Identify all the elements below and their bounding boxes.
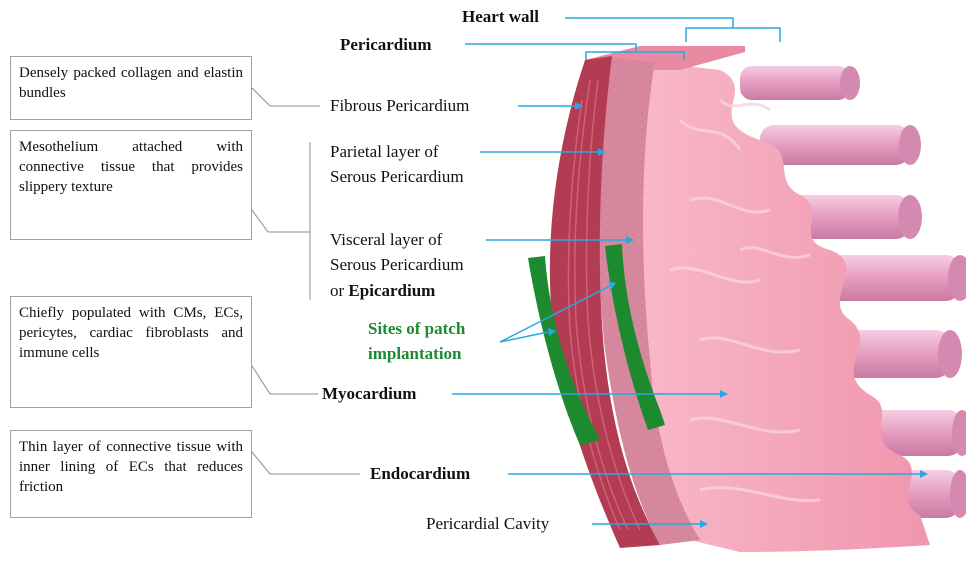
connector-box3: [252, 366, 318, 394]
heart-wall-bracket-stem: [565, 18, 733, 28]
connector-box4: [252, 452, 360, 474]
box-myocardium-description: Chiefly populated with CMs, ECs, pericyt…: [10, 296, 252, 408]
arrow-patch1: [500, 332, 548, 342]
label-parietal-line1: Parietal layer of: [330, 141, 439, 163]
connector-box2: [252, 142, 310, 300]
label-endocardium: Endocardium: [370, 463, 470, 485]
label-visceral-line1: Visceral layer of: [330, 229, 442, 251]
label-fibrous-pericardium: Fibrous Pericardium: [330, 95, 469, 117]
label-epicardium: Epicardium: [348, 281, 435, 300]
box-pericardium-description: Densely packed collagen and elastin bund…: [10, 56, 252, 120]
label-patch-line1: Sites of patch: [368, 318, 465, 340]
label-pericardium: Pericardium: [340, 34, 432, 56]
box-pericardium-text: Densely packed collagen and elastin bund…: [19, 65, 243, 101]
label-myocardium: Myocardium: [322, 383, 416, 405]
box-endocardium-text: Thin layer of connective tissue with inn…: [19, 439, 243, 495]
pericardium-bracket-stem: [465, 44, 636, 52]
label-visceral-or: or: [330, 281, 348, 300]
label-pericardial-cavity: Pericardial Cavity: [426, 513, 549, 535]
box-endocardium-description: Thin layer of connective tissue with inn…: [10, 430, 252, 518]
box-serous-description: Mesothelium attached with connective tis…: [10, 130, 252, 240]
box-myocardium-text: Chiefly populated with CMs, ECs, pericyt…: [19, 305, 243, 361]
label-patch-line2: implantation: [368, 343, 462, 365]
label-visceral-line2: Serous Pericardium: [330, 254, 464, 276]
connector-box1: [252, 88, 320, 106]
label-parietal-line2: Serous Pericardium: [330, 166, 464, 188]
heart-wall-bracket: [686, 28, 780, 42]
label-visceral-line3: or Epicardium: [330, 280, 435, 302]
label-heart-wall: Heart wall: [462, 6, 539, 28]
box-serous-text: Mesothelium attached with connective tis…: [19, 139, 243, 195]
